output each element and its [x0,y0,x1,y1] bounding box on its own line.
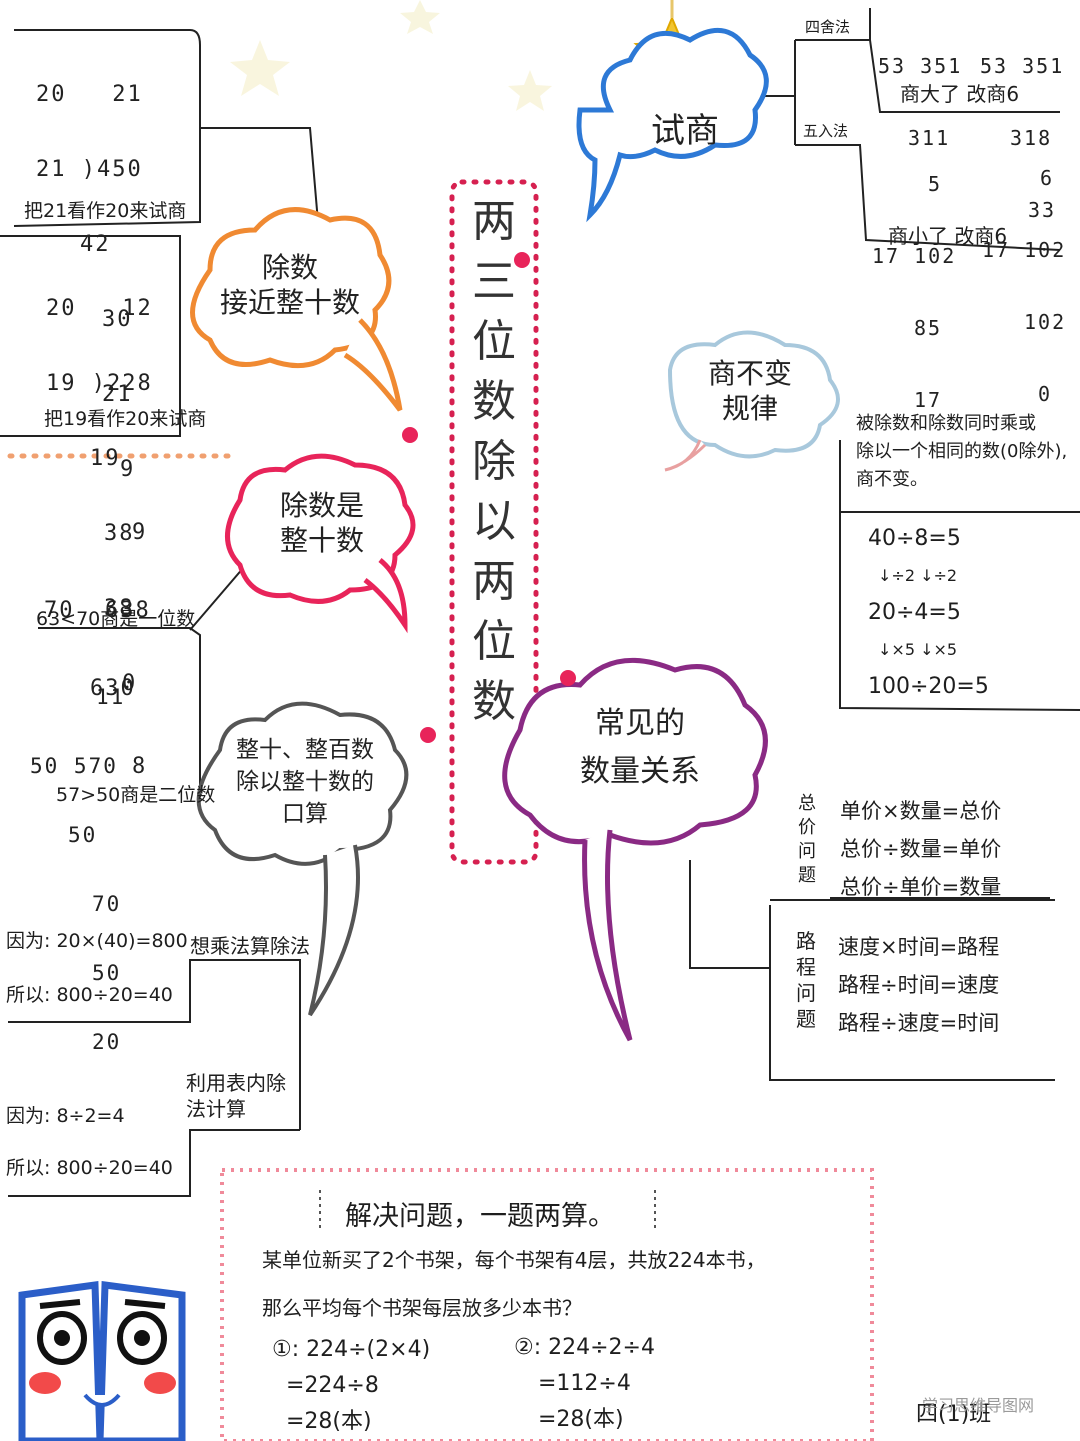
problem-solution-2: ②: 224÷2÷4 =112÷4 =28(本) [514,1335,655,1432]
wuru-calc-right: 6 17 102 102 0 [982,166,1067,406]
wuru-calc-left: 5 17 102 85 17 [872,172,957,412]
title-char: 三 [472,256,516,307]
watermark: 学习思维导图网 [922,1396,1035,1415]
sishe-tag: 四舍法 [805,18,851,36]
oral-calc-label: 整十、整百数 除以整十数的 口算 [236,737,374,827]
price-tag: 总价问题 [798,793,816,886]
title-char: 除 [472,436,516,487]
center-title: 两 三 位 数 除 以 两 位 数 [462,195,526,729]
problem-title: 解决问题，一题两算。 [345,1201,615,1232]
wuru-note: 商小了 改商6 [888,224,1008,248]
oral-method2-lines: 因为: 8÷2=4 所以: 800÷20=40 [6,1105,173,1179]
title-char: 两 [472,196,516,247]
whole-tens-label: 除数是 整十数 [279,489,364,557]
close-to-tens-ex2: 20 12 19 )228 19 38 38 0 [46,296,153,696]
title-char: 数 [472,376,516,427]
title-char: 以 [472,496,516,547]
invariance-rule: 被除数和除数同时乘或 除以一个相同的数(0除外), 商不变。 [856,413,1068,490]
problem-question-line2: 那么平均每个书架每层放多少本书？ [262,1296,582,1320]
title-char: 位 [472,316,516,367]
problem-solution-1: ①: 224÷(2×4) =224÷8 =28(本) [272,1337,431,1434]
close-to-tens-ex2-note: 把19看作20来试商 [44,408,207,430]
road-lines: 速度×时间=路程 路程÷时间=速度 路程÷速度=时间 [838,935,1000,1035]
oral-method2: 利用表内除法计算 [186,1071,286,1121]
whole-tens-ex2-note: 57>50商是二位数 [56,784,216,806]
whole-tens-ex1-note: 63<70商是一位数 [36,608,196,630]
problem-question-line1: 某单位新买了2个书架，每个书架有4层，共放224本书， [262,1248,766,1272]
close-to-tens-ex1-note: 把21看作20来试商 [24,200,187,222]
close-to-tens-ex1: 20 21 21 )450 42 30 21 9 [36,82,143,482]
whole-tens-ex1: 9 70 638 630 8 [44,520,151,779]
wuru-tag: 五入法 [803,122,849,140]
sishe-calc-left: 53 351 311 [878,54,963,150]
title-char: 位 [472,616,516,667]
shishang-label: 试商 [651,111,719,151]
whole-tens-ex2: 11 50 570 50 70 50 20 [30,685,126,1054]
invariance-label: 商不变 规律 [707,357,792,425]
class-tag: 四(1)班 [916,1402,992,1427]
sishe-note: 商大了 改商6 [900,82,1020,106]
oral-method1-lines: 因为: 20×(40)=800 所以: 800÷20=40 [6,930,188,1006]
price-lines: 单价×数量=总价 总价÷数量=单价 总价÷单价=数量 [840,799,1002,899]
oral-method1: 想乘法算除法 [190,934,310,958]
close-to-tens-label: 除数 接近整十数 [219,251,360,319]
title-char: 两 [472,556,516,607]
title-char: 数 [472,676,516,727]
sishe-calc-right: 53 351 318 33 [980,54,1065,222]
invariance-equations: 40÷8=5 ↓÷2 ↓÷2 20÷4=5 ↓×5 ↓×5 100÷20=5 [868,526,989,699]
quantity-label: 常见的 数量关系 [580,706,700,789]
road-tag: 路程问题 [796,929,816,1031]
